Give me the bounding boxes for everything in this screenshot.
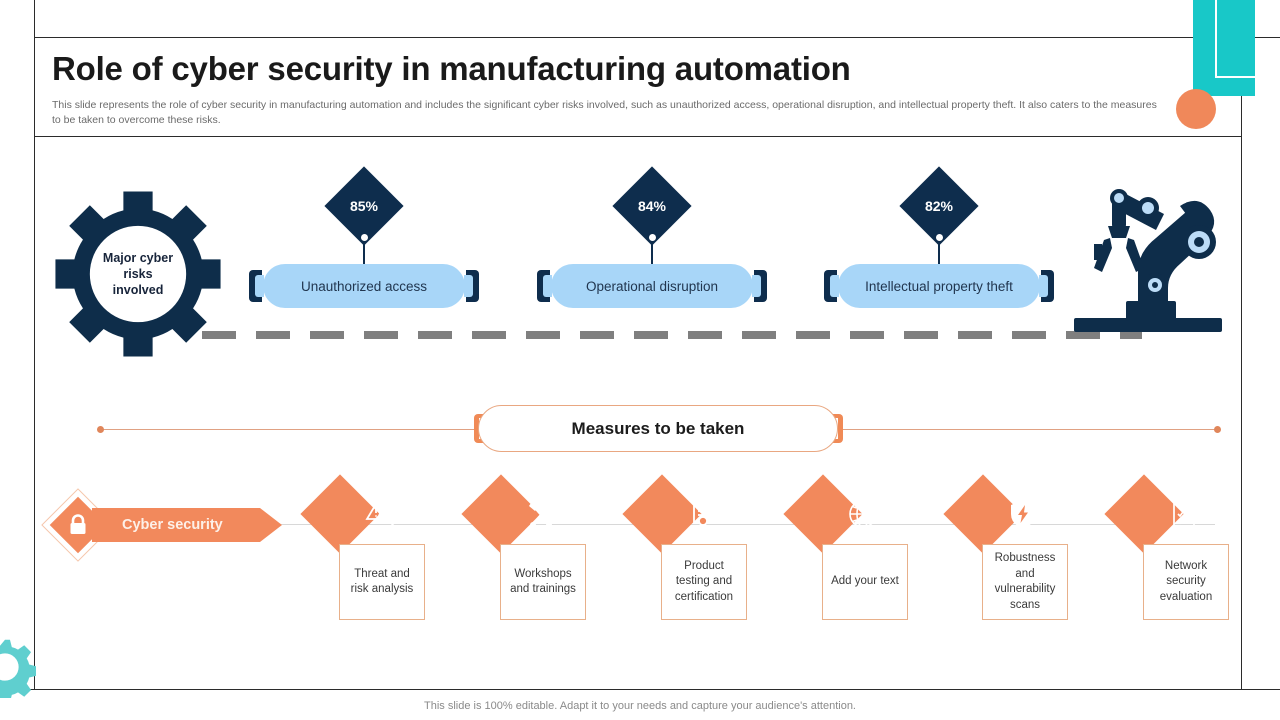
checklist-icon	[1168, 498, 1200, 530]
page-subtitle: This slide represents the role of cyber …	[52, 99, 1157, 126]
robot-arm-icon	[1068, 168, 1228, 340]
pill-bracket-right	[464, 270, 479, 302]
frame-line-top	[34, 37, 1280, 38]
shield-bolt-icon	[1007, 498, 1039, 530]
measure-label: Network security evaluation	[1143, 544, 1229, 620]
risk-connector-line	[651, 241, 653, 265]
pill-bracket-left	[537, 270, 552, 302]
pill-bracket-left	[824, 270, 839, 302]
risk-label-pill[interactable]: Unauthorized access	[263, 264, 465, 308]
measure-label: Product testing and certification	[661, 544, 747, 620]
risk-item[interactable]: 85% Unauthorized access	[249, 166, 479, 323]
measure-label: Robustness and vulnerability scans	[982, 544, 1068, 620]
measure-label: Threat and risk analysis	[339, 544, 425, 620]
teal-gear-decoration	[0, 636, 37, 703]
teal-notch-vertical	[1215, 0, 1217, 78]
gear-label-line-2: risks	[123, 267, 153, 281]
measures-rule-dot-left	[97, 426, 104, 433]
risk-percent-value: 84%	[637, 198, 667, 214]
teal-block-decoration	[1193, 0, 1255, 96]
frame-line-left	[34, 0, 35, 690]
major-risks-gear-icon	[52, 188, 224, 360]
risk-connector-line	[938, 241, 940, 265]
risk-label-pill[interactable]: Intellectual property theft	[838, 264, 1040, 308]
gear-label-line-3: involved	[112, 283, 164, 297]
measures-rule-dot-right	[1214, 426, 1221, 433]
warning-magnifier-icon	[364, 498, 396, 530]
measures-banner-title: Measures to be taken	[478, 405, 838, 452]
measure-label: Workshops and trainings	[500, 544, 586, 620]
orange-circle-decoration	[1176, 89, 1216, 129]
frame-line-bottom	[0, 689, 1280, 690]
frame-line-right	[1241, 37, 1242, 690]
risk-connector-line	[363, 241, 365, 265]
measure-label: Add your text	[822, 544, 908, 620]
gear-label-line-1: Major cyber	[102, 251, 174, 265]
risk-item[interactable]: 82% Intellectual property theft	[824, 166, 1054, 323]
cyber-security-label: Cyber security	[92, 508, 282, 542]
page-title: Role of cyber security in manufacturing …	[52, 50, 851, 87]
teal-notch-horizontal	[1215, 76, 1255, 78]
pill-bracket-right	[1039, 270, 1054, 302]
risk-percent-value: 82%	[924, 198, 954, 214]
footer-note: This slide is 100% editable. Adapt it to…	[424, 700, 856, 712]
major-risks-gear-label: Major cyber risks involved	[52, 188, 224, 360]
globe-icon	[847, 498, 879, 530]
lock-icon	[66, 513, 90, 537]
risk-item[interactable]: 84% Operational disruption	[537, 166, 767, 323]
pill-bracket-right	[752, 270, 767, 302]
risk-label-pill[interactable]: Operational disruption	[551, 264, 753, 308]
risk-percent-value: 85%	[349, 198, 379, 214]
frame-line-middle	[34, 136, 1242, 137]
tools-icon	[525, 498, 557, 530]
certificate-icon	[686, 498, 718, 531]
pill-bracket-left	[249, 270, 264, 302]
cyber-security-banner[interactable]: Cyber security	[92, 508, 282, 542]
dashed-baseline	[202, 331, 1142, 339]
